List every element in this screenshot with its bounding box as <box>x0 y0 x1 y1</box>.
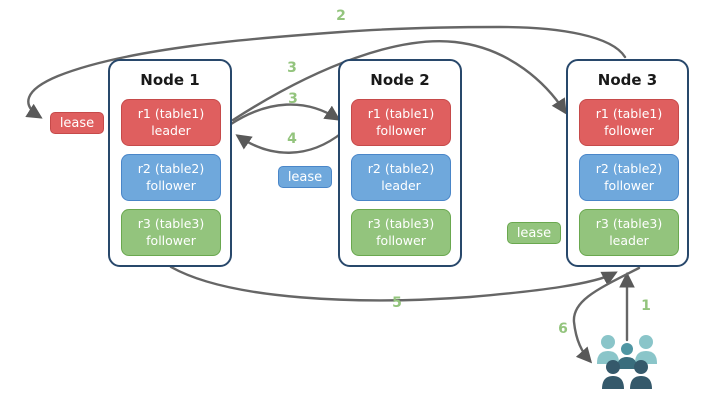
replica-role: follower <box>604 122 654 138</box>
step-label-3-upper: 3 <box>287 60 297 76</box>
replica-role: follower <box>146 177 196 193</box>
replica-role: follower <box>146 232 196 248</box>
node-3-replica-r1: r1 (table1) follower <box>579 99 679 146</box>
replica-role: follower <box>376 232 426 248</box>
replica-name: r1 (table1) <box>137 106 205 121</box>
step-label-3-lower: 3 <box>288 91 298 107</box>
step-label-6: 6 <box>558 321 568 337</box>
node-3-replica-r2: r2 (table2) follower <box>579 154 679 201</box>
step-label-5: 5 <box>392 295 402 311</box>
node-2-title: Node 2 <box>370 71 430 89</box>
node-2-replica-r3: r3 (table3) follower <box>351 209 451 256</box>
replica-name: r1 (table1) <box>367 106 435 121</box>
arrow-3-node1-to-node2 <box>229 103 341 126</box>
replica-name: r3 (table3) <box>367 216 435 231</box>
step-label-2: 2 <box>336 8 346 24</box>
replica-role: leader <box>151 122 191 138</box>
lease-token-blue: lease <box>278 166 332 188</box>
node-1-replica-r1: r1 (table1) leader <box>121 99 221 146</box>
lease-token-green: lease <box>507 222 561 244</box>
node-2-replica-r2: r2 (table2) leader <box>351 154 451 201</box>
node-1-title: Node 1 <box>140 71 200 89</box>
step-label-4: 4 <box>287 131 297 147</box>
node-2: Node 2 r1 (table1) follower r2 (table2) … <box>338 59 462 267</box>
replica-role: follower <box>604 177 654 193</box>
replica-role: leader <box>609 232 649 248</box>
users-group-icon <box>597 335 657 389</box>
step-label-1: 1 <box>641 298 651 314</box>
replica-name: r2 (table2) <box>595 161 663 176</box>
lease-token-red: lease <box>50 112 104 134</box>
replica-name: r3 (table3) <box>595 216 663 231</box>
replica-name: r2 (table2) <box>367 161 435 176</box>
node-1-replica-r2: r2 (table2) follower <box>121 154 221 201</box>
node-3-title: Node 3 <box>597 71 658 89</box>
node-3: Node 3 r1 (table1) follower r2 (table2) … <box>566 59 689 267</box>
node-1-replica-r3: r3 (table3) follower <box>121 209 221 256</box>
node-2-replica-r1: r1 (table1) follower <box>351 99 451 146</box>
replica-name: r2 (table2) <box>137 161 205 176</box>
replica-name: r1 (table1) <box>595 106 663 121</box>
node-1: Node 1 r1 (table1) leader r2 (table2) fo… <box>108 59 232 267</box>
replica-name: r3 (table3) <box>137 216 205 231</box>
replica-role: leader <box>381 177 421 193</box>
node-3-replica-r3: r3 (table3) leader <box>579 209 679 256</box>
replica-role: follower <box>376 122 426 138</box>
